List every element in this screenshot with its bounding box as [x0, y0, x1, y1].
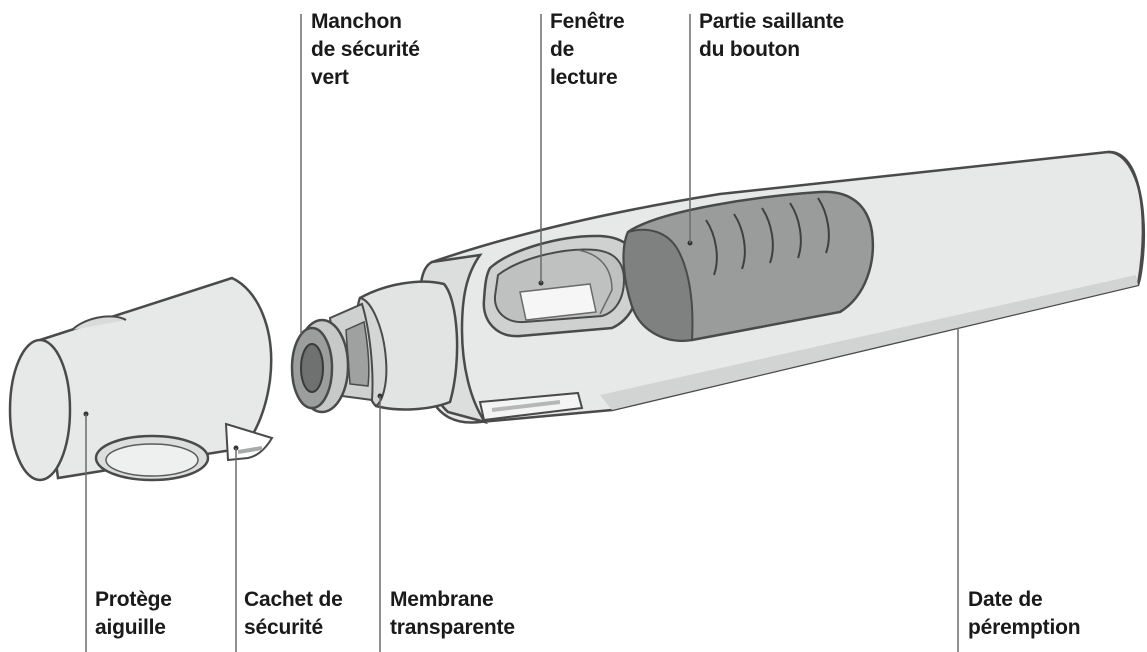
label-needle-cap: Protège aiguille: [95, 586, 172, 642]
cap-end: [10, 340, 70, 480]
pen-body: [420, 152, 1144, 423]
label-line: aiguille: [95, 614, 172, 642]
label-button-protrusion: Partie saillante du bouton: [699, 8, 844, 64]
label-safety-seal: Cachet de sécurité: [244, 586, 343, 642]
label-line: transparente: [390, 614, 515, 642]
label-line: péremption: [968, 614, 1080, 642]
label-line: vert: [311, 64, 420, 92]
membrane-section: [330, 282, 457, 410]
label-line: Cachet de: [244, 586, 343, 614]
label-reading-window: Fenêtre de lecture: [550, 8, 624, 92]
label-line: Fenêtre: [550, 8, 624, 36]
label-line: sécurité: [244, 614, 343, 642]
label-line: Date de: [968, 586, 1080, 614]
label-line: Protège: [95, 586, 172, 614]
label-line: de sécurité: [311, 36, 420, 64]
cap-oval-inner: [106, 444, 198, 476]
needle-cap: [10, 278, 272, 480]
label-membrane: Membrane transparente: [390, 586, 515, 642]
sleeve-hole: [301, 344, 323, 392]
label-safety-sleeve: Manchon de sécurité vert: [311, 8, 420, 92]
label-line: de: [550, 36, 624, 64]
label-line: Membrane: [390, 586, 515, 614]
label-line: Partie saillante: [699, 8, 844, 36]
membrane-window: [346, 322, 369, 386]
label-line: du bouton: [699, 36, 844, 64]
label-line: lecture: [550, 64, 624, 92]
label-expiry-date: Date de péremption: [968, 586, 1080, 642]
label-line: Manchon: [311, 8, 420, 36]
